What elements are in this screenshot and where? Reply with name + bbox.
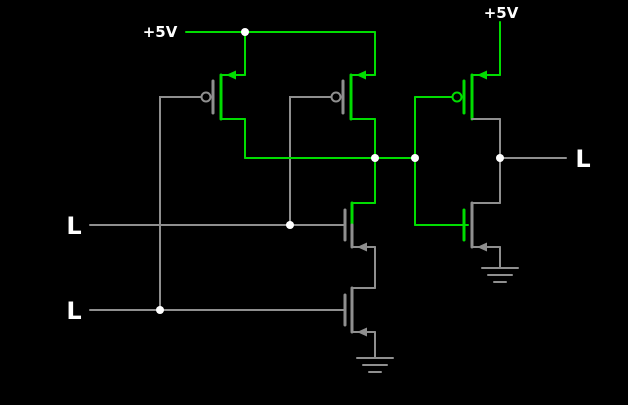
pmos-b[interactable] (330, 31, 376, 159)
junction-dot-inverter-output (496, 154, 504, 162)
pmos-a[interactable] (200, 31, 246, 159)
wire-input-b-branch[interactable] (159, 96, 202, 311)
inverter-pmos-source-arrow-icon (477, 70, 487, 80)
pmos-b-bubble-icon (330, 91, 342, 103)
input-a-label[interactable]: L (66, 212, 81, 240)
nmos-a-source-arrow-icon (357, 242, 367, 252)
inverter-nmos-source-arrow-icon (477, 242, 487, 252)
ground-inverter[interactable] (481, 267, 519, 283)
inverter-pmos[interactable] (451, 21, 501, 159)
junction-dot-inverter-gate (411, 154, 419, 162)
junction-dot-nand-output (371, 154, 379, 162)
wire-input-a-branch[interactable] (289, 96, 332, 226)
junction-dot-input-a (286, 221, 294, 229)
nmos-b[interactable] (343, 286, 376, 359)
inverter-nmos[interactable] (462, 157, 501, 269)
pmos-a-source-arrow-icon (226, 70, 236, 80)
junction-dot-input-b (156, 306, 164, 314)
vdd-label-inverter[interactable]: +5V (484, 4, 519, 22)
nmos-a[interactable] (343, 157, 376, 252)
pmos-b-source-arrow-icon (356, 70, 366, 80)
vdd-label-nand[interactable]: +5V (143, 23, 178, 41)
wire-inverter-gate-feed[interactable] (414, 96, 469, 226)
inverter-pmos-bubble-icon (451, 91, 463, 103)
input-b-label[interactable]: L (66, 297, 81, 325)
output-label[interactable]: L (575, 145, 590, 173)
ground-nand[interactable] (356, 357, 394, 373)
junction-dot-vdd-rail (241, 28, 249, 36)
nmos-b-source-arrow-icon (357, 327, 367, 337)
pmos-a-bubble-icon (200, 91, 212, 103)
